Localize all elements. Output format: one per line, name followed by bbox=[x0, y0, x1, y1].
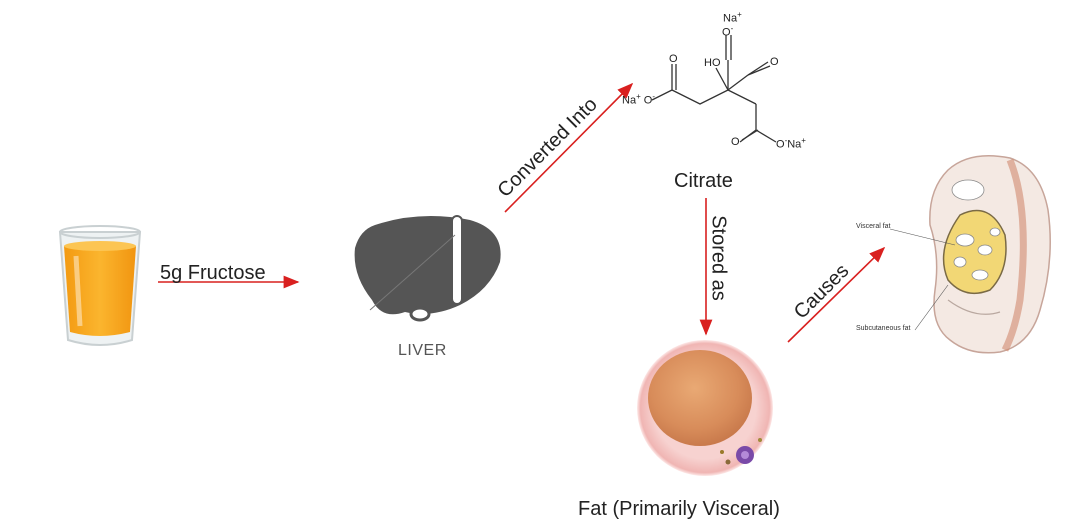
citrate-o-upper-right: O bbox=[770, 56, 779, 68]
causes-arrow bbox=[787, 246, 886, 343]
citrate-o-left-top: O bbox=[669, 53, 678, 65]
citrate-o-top: O- bbox=[722, 24, 734, 39]
citrate-o-lower-left: O bbox=[731, 136, 740, 148]
liver-label: LIVER bbox=[398, 342, 447, 359]
citrate-na-right: O-Na+ bbox=[776, 136, 806, 151]
stored-arrow-label: Stored as bbox=[707, 215, 730, 301]
citrate-ho: HO bbox=[704, 57, 721, 69]
visceral-fat-label: Visceral fat bbox=[856, 223, 891, 230]
fat-cell-icon bbox=[637, 340, 773, 476]
orange-juice-glass-icon bbox=[58, 225, 142, 346]
abdomen-cross-section-icon bbox=[889, 155, 1051, 354]
subcutaneous-fat-label: Subcutaneous fat bbox=[856, 325, 911, 332]
citrate-label: Citrate bbox=[674, 170, 733, 192]
liver-icon bbox=[354, 215, 501, 322]
fructose-arrow-label: 5g Fructose bbox=[160, 262, 266, 284]
converted-arrow bbox=[504, 82, 634, 213]
fat-label: Fat (Primarily Visceral) bbox=[578, 498, 780, 520]
citrate-na-left: Na+ O- bbox=[622, 92, 656, 107]
citrate-na-top: Na+ bbox=[723, 10, 742, 25]
citrate-structure bbox=[651, 35, 777, 143]
